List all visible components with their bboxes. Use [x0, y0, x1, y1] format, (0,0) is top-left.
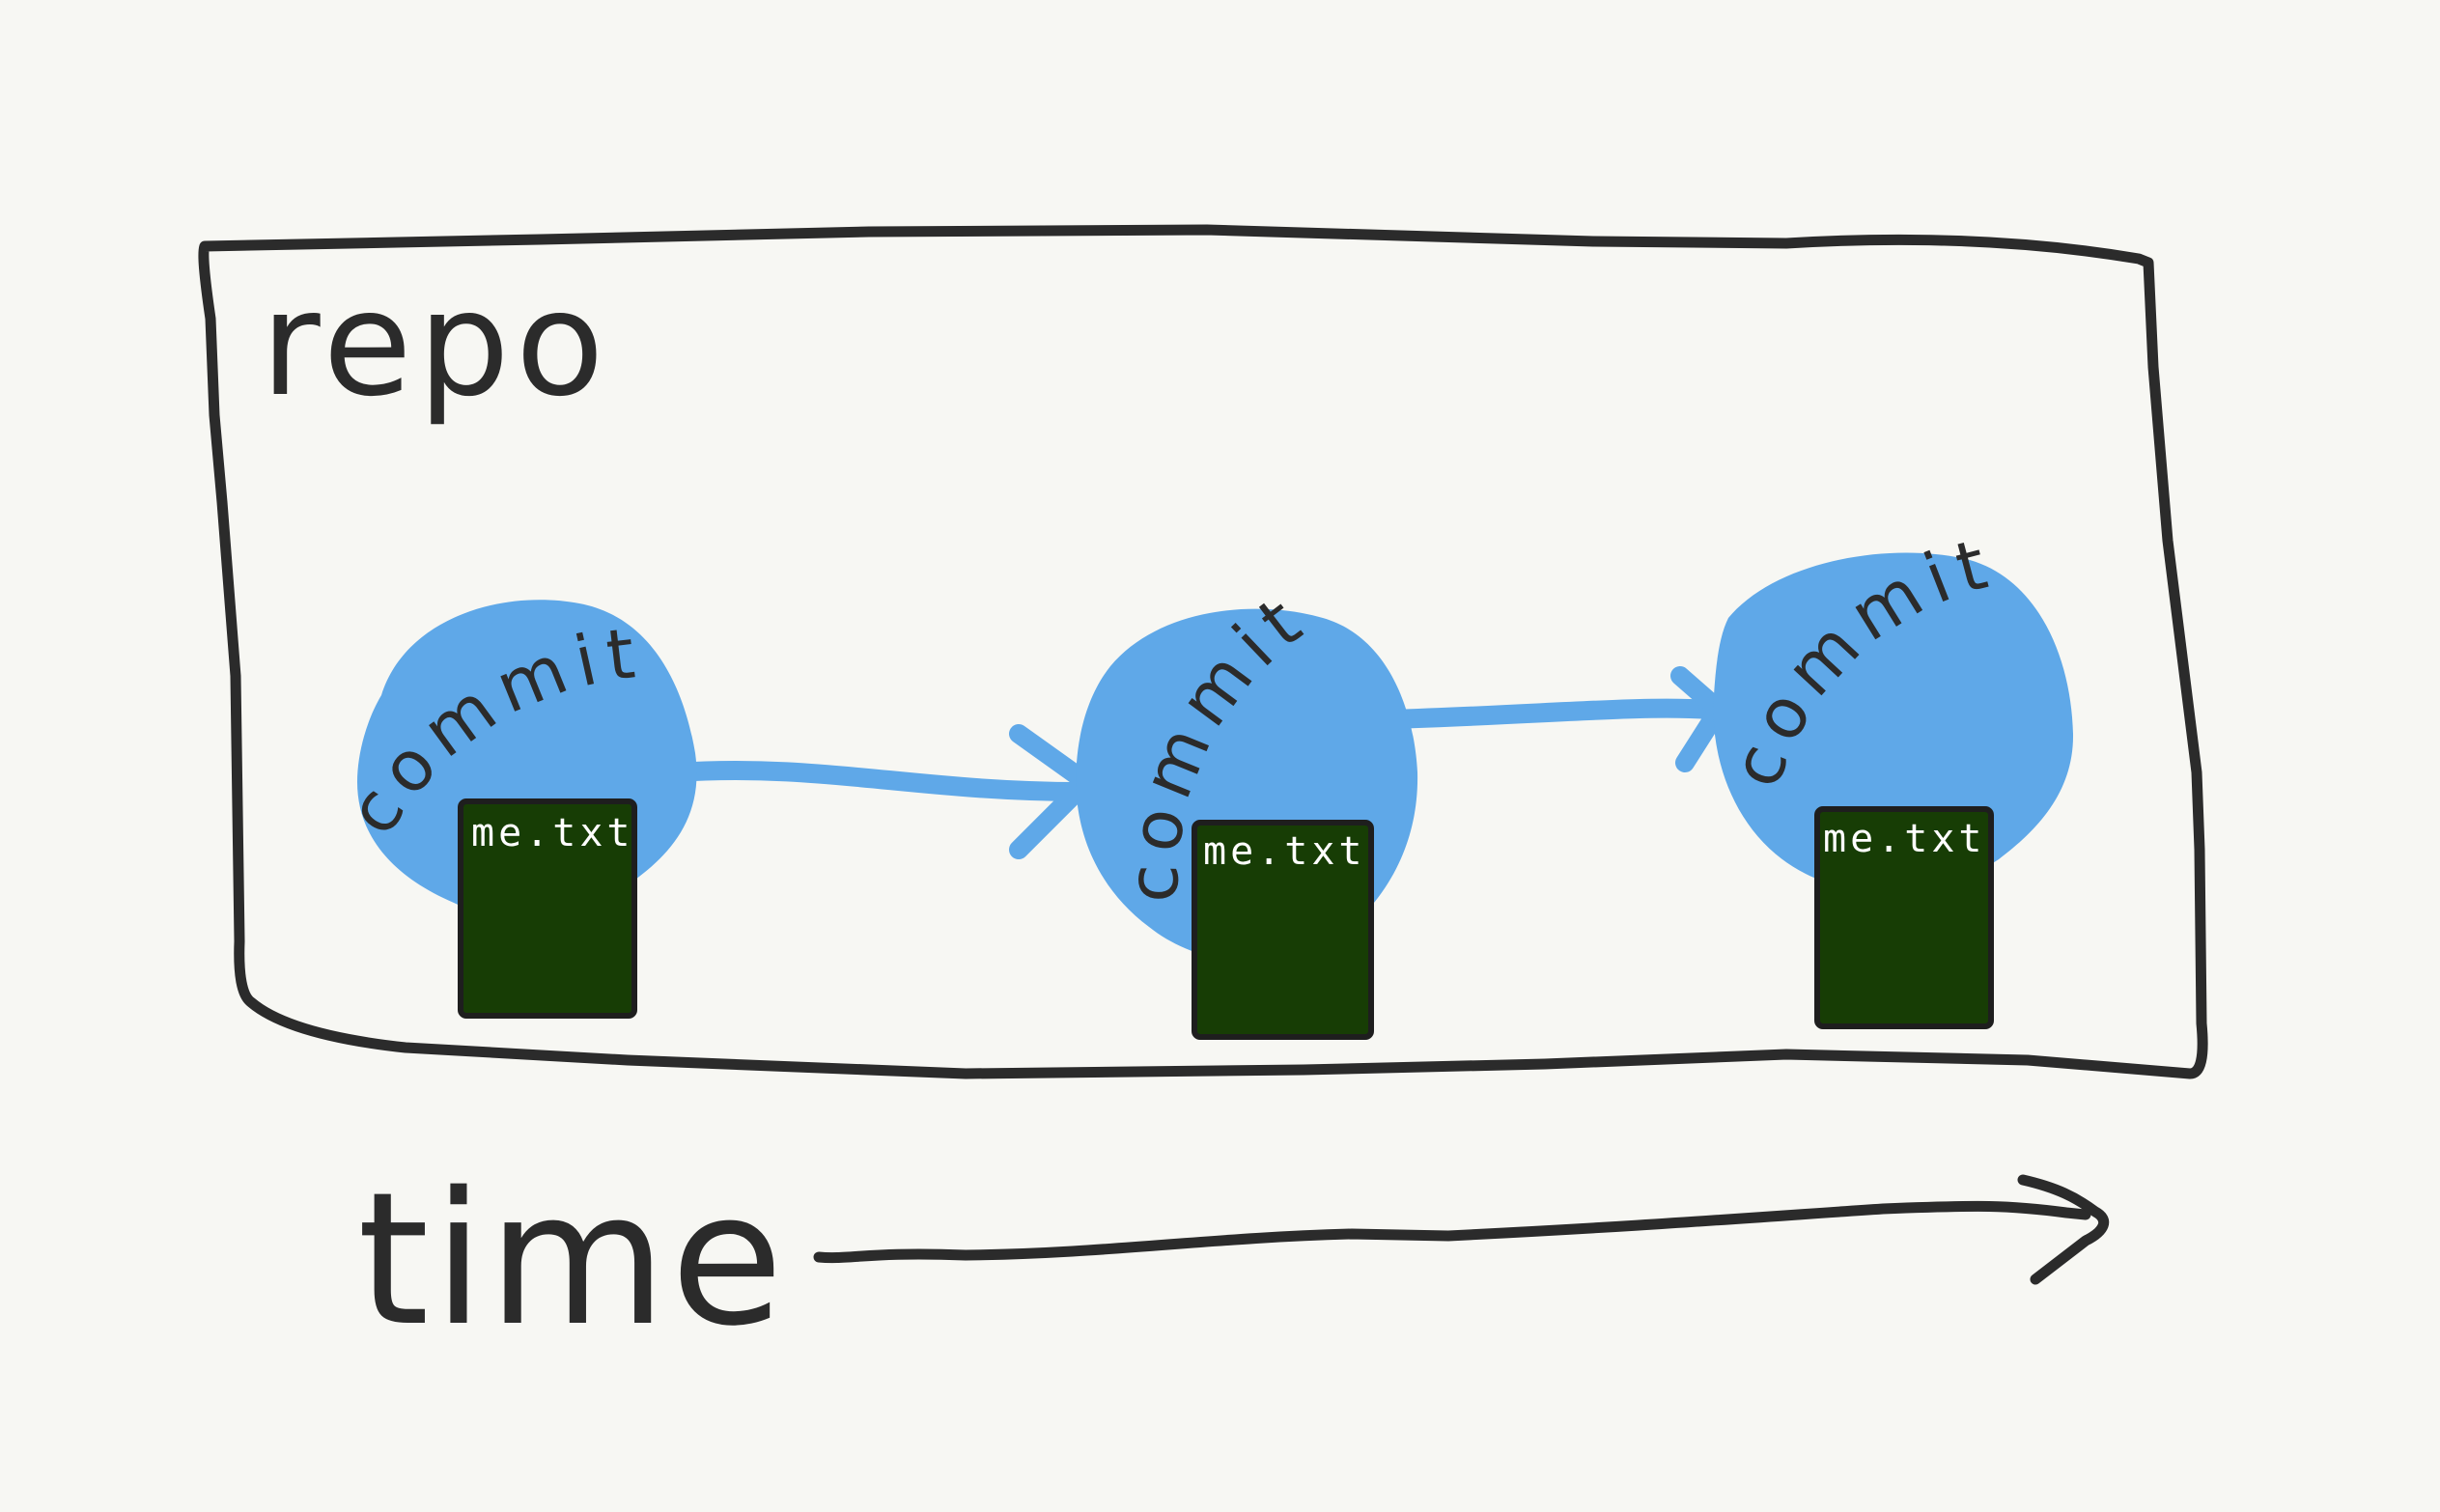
- repo-label: repo: [261, 261, 610, 429]
- commit-3-file-icon: [1814, 806, 1994, 1029]
- commit-2-file-icon: [1192, 820, 1374, 1040]
- commit-2-file-name: me.txt: [1203, 829, 1366, 874]
- time-arrow-head-icon: [2017, 1174, 2110, 1285]
- commit-1-file-name: me.txt: [471, 811, 634, 855]
- repo-boundary: [198, 224, 2208, 1079]
- time-arrow: [813, 1200, 2091, 1264]
- commit-link-2-3: [1381, 698, 1719, 729]
- commit-1: commit #1 me.txt: [0, 0, 697, 1019]
- commit-link-1-2: [666, 760, 1110, 801]
- commit-2: commit #2 me.txt: [0, 0, 1418, 1040]
- commit-link-2-3-arrowhead: [1670, 666, 1728, 772]
- commit-3-file-name: me.txt: [1823, 817, 1986, 861]
- commit-1-file-icon: [458, 798, 637, 1019]
- time-label: time: [357, 1153, 787, 1366]
- commit-3: commit #3 me.txt: [0, 0, 2074, 1029]
